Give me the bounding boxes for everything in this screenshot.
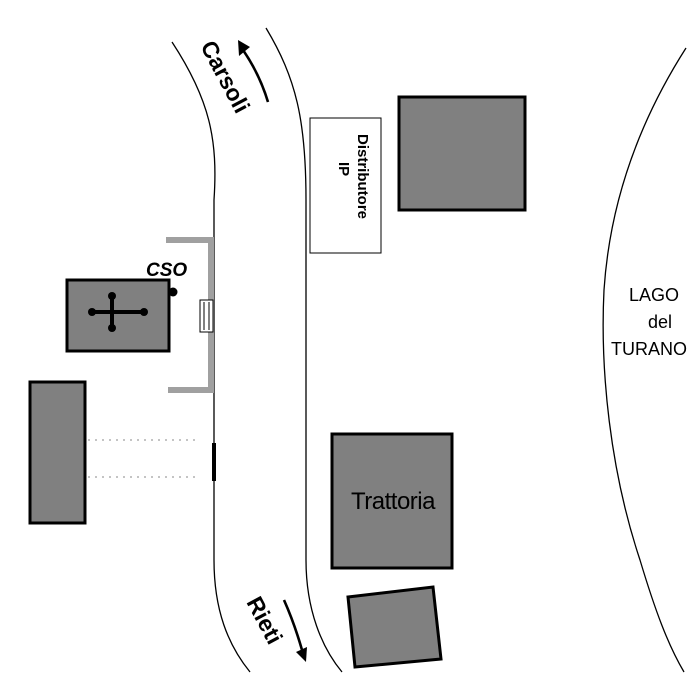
lake-shoreline: [602, 47, 687, 673]
building-west: [28, 380, 87, 525]
lake-label-line3: TURANO: [611, 339, 687, 359]
cso-label: CSO: [146, 260, 187, 281]
building-northeast: [397, 95, 527, 212]
lake-label-line1: LAGO: [629, 285, 679, 305]
road-edge-west: [171, 41, 251, 673]
cross-icon: [88, 292, 148, 332]
restaurant: Trattoria: [330, 432, 454, 570]
lake-label: LAGO del TURANO: [611, 285, 687, 359]
point-marker-icon: [168, 287, 178, 297]
building-south: [346, 585, 443, 669]
arrow-north-icon: [238, 40, 270, 103]
crosswalk-icon: [199, 299, 214, 333]
road-edge-east: [265, 27, 343, 673]
fuel-station-outline: [309, 117, 382, 254]
road-label-rieti: Rieti: [242, 592, 288, 648]
church-building: [65, 278, 171, 353]
lake-label-line2: del: [648, 312, 672, 332]
dotted-path: [88, 439, 200, 478]
fuel-station: Distributore IP: [309, 117, 382, 254]
main-road: [171, 27, 343, 673]
restaurant-label: Trattoria: [351, 488, 436, 515]
path-gate: [212, 443, 216, 481]
fuel-station-label-line1: Distributore: [354, 134, 371, 219]
fuel-station-label-line2: IP: [335, 162, 352, 176]
restaurant-building: [330, 432, 454, 570]
arrow-south-icon: [282, 599, 307, 662]
